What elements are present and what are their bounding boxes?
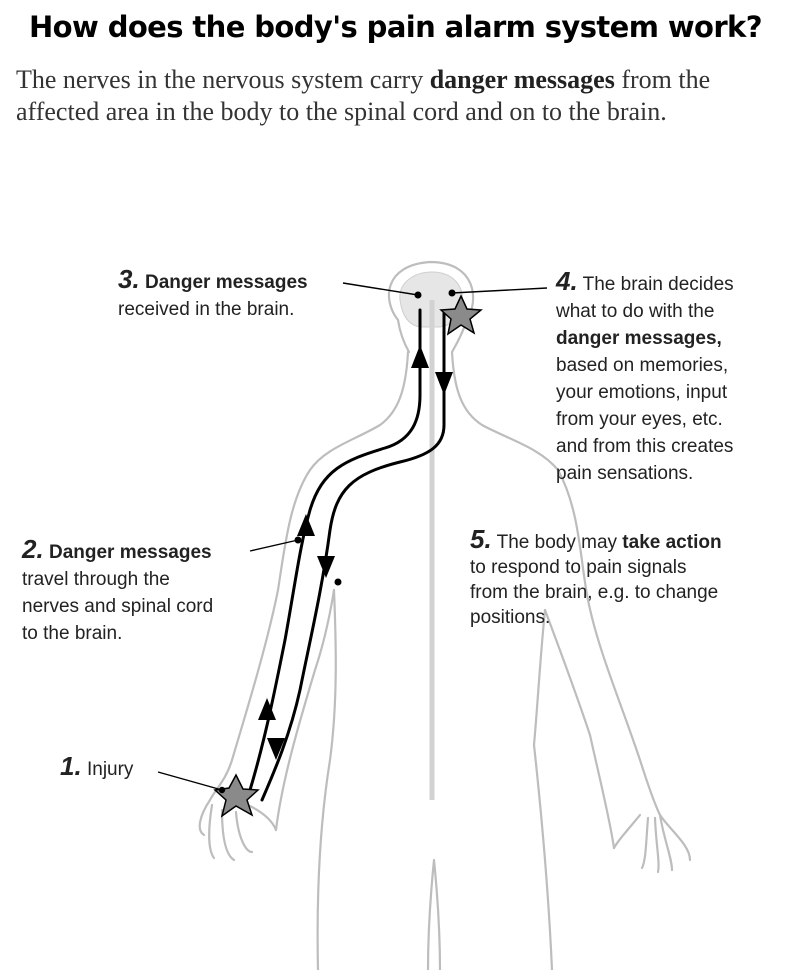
arrow-up-upperarm [297,514,315,536]
step-4-heading: 4. The brain decides [556,268,734,298]
right-arm-inner [543,608,616,850]
step-5-line-1: to respond to pain signals [470,557,687,578]
intro-text-before: The nerves in the nervous system carry [16,65,430,94]
page-title: How does the body's pain alarm system wo… [29,10,763,44]
arrow-down-upperarm [317,556,335,578]
step-5-bold: take action [622,532,722,553]
step-2-line-2: nerves and spinal cord [22,596,214,617]
leader-dot-4 [448,289,456,297]
intro-text-after: from the affected area in the body to th… [16,65,711,126]
arrow-up-forearm [258,698,276,720]
step-3-heading: 3. Danger messages [118,266,308,296]
step-2-line-3: to the brain. [22,623,123,644]
arrow-down-neck [435,372,453,395]
leader-line-3 [342,282,419,296]
nerve-pathways [248,308,446,802]
left-arm-inner [274,588,336,832]
legs-divide [426,858,442,970]
left-shoulder-arm [208,468,312,802]
arrow-up-neck [411,345,429,368]
step-4-number: 4. [556,266,578,296]
step-2-number: 2. [22,534,44,564]
step-4-bold-line: danger messages, [556,325,734,352]
left-hand [198,798,278,862]
descending-pathway [260,310,446,802]
right-hand [612,813,692,874]
step-2-line-1: travel through the [22,569,170,590]
intro-bold-term: danger messages [429,65,615,94]
right-shoulder-arm [556,468,662,817]
step-4-line-7: and from this creates [556,436,734,457]
step-4-bold: danger messages, [556,328,722,349]
step-2-heading: 2. Danger messages [22,536,213,566]
step-5-number: 5. [470,524,492,554]
step-3-bold: Danger messages [144,272,308,293]
leader-dot-2b [334,578,342,586]
step-4-label: 4. The brain decides what to do with the… [556,268,734,487]
leader-line-4 [451,287,548,294]
step-4-line-2: what to do with the [556,301,715,322]
leader-lines [157,282,548,794]
leader-line-1 [157,771,223,791]
step-5-line-2: from the brain, e.g. to change [470,582,719,603]
step-1-text: Injury [86,759,134,780]
body-outline [198,260,692,970]
neck-left [308,350,410,472]
step-5-line-3: positions. [470,607,551,628]
leader-dot-2 [294,536,302,544]
step-1-number: 1. [60,751,82,781]
head-left-jaw [396,318,411,354]
torso-right [532,608,554,970]
step-5-before: The body may [496,532,623,553]
step-5-label: 5. The body may take action to respond t… [470,524,722,630]
step-4-line-8: pain sensations. [556,463,694,484]
step-4-line-4: based on memories, [556,355,729,376]
step-2-bold: Danger messages [48,542,212,563]
step-4-first: The brain decides [582,274,734,295]
neck-right [450,350,560,472]
step-3-line-1: received in the brain. [118,299,295,320]
step-3-number: 3. [118,264,140,294]
step-1-heading: 1. Injury [60,753,133,783]
step-4-line-6: from your eyes, etc. [556,409,723,430]
brain-star-icon [439,294,483,336]
intro-paragraph: The nerves in the nervous system carry d… [16,64,776,128]
head-outline [387,260,475,354]
direction-arrows [258,345,453,760]
step-1-label: 1. Injury [60,753,133,783]
leader-dot-3 [414,291,422,299]
step-3-label: 3. Danger messages received in the brain… [118,266,308,323]
step-4-line-5: your emotions, input [556,382,728,403]
step-5-heading: 5. The body may take action [470,524,722,555]
arrow-down-forearm [267,738,285,760]
step-2-label: 2. Danger messages travel through the ne… [22,536,213,647]
torso-left [316,588,337,970]
leader-dot-1 [218,786,226,794]
leader-line-2 [249,539,299,552]
